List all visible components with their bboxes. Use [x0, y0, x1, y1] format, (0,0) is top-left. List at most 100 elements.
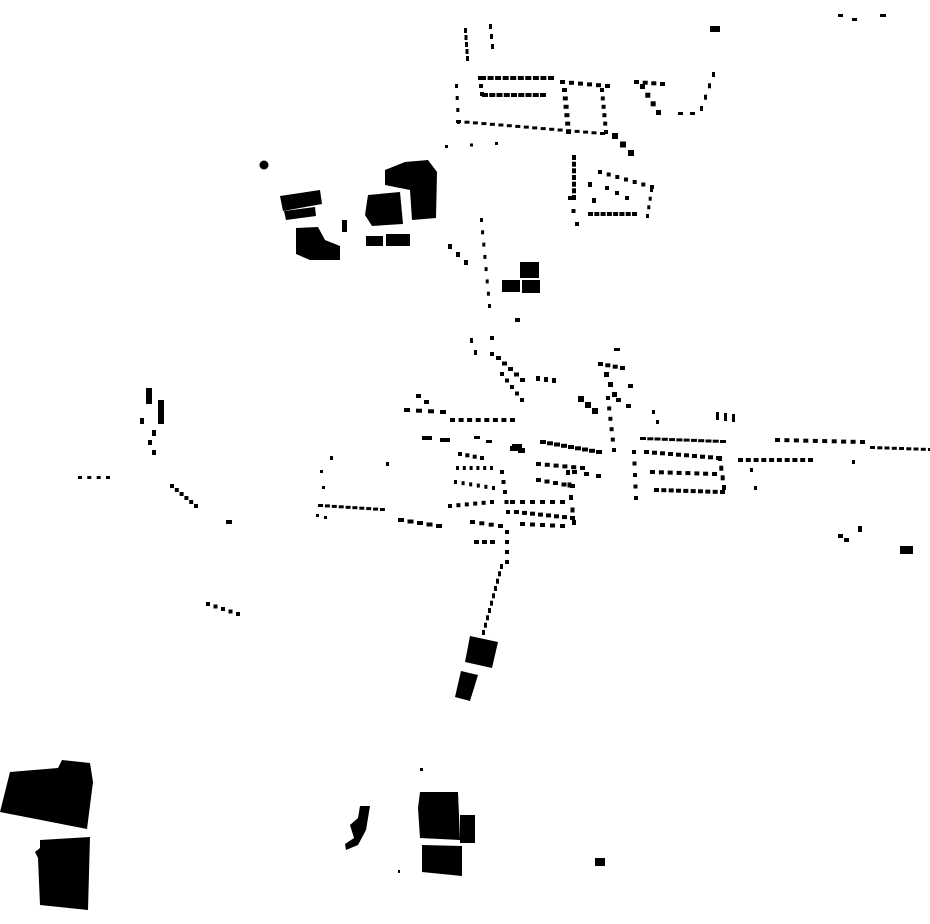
building-small: [170, 484, 174, 488]
building-small: [495, 142, 498, 145]
building-small: [480, 92, 484, 96]
building-small: [464, 260, 468, 265]
building-small: [613, 212, 619, 216]
building-small: [596, 83, 601, 88]
building-small: [548, 76, 554, 80]
building-small: [626, 404, 631, 408]
building-small: [420, 768, 423, 771]
building-small: [505, 560, 509, 564]
building-small: [700, 106, 703, 111]
building-small: [584, 472, 589, 476]
building-small: [456, 252, 460, 257]
building-small: [436, 524, 442, 528]
building-small: [462, 466, 466, 470]
building-small: [880, 14, 886, 17]
building-small: [602, 113, 607, 118]
building-small: [540, 127, 546, 131]
building-small: [495, 76, 502, 80]
building-small: [598, 170, 602, 174]
building-small: [489, 122, 495, 126]
building-small: [567, 482, 572, 488]
building-small: [575, 222, 579, 226]
building-small: [722, 485, 726, 490]
building-small: [683, 488, 689, 493]
building-small: [624, 177, 628, 182]
building-small: [650, 470, 655, 474]
building-small: [456, 466, 459, 470]
building-small: [690, 438, 697, 442]
building-small: [498, 123, 504, 127]
building-small: [486, 615, 489, 621]
building-small: [416, 408, 422, 413]
building-small: [482, 93, 488, 97]
building-small: [540, 500, 545, 504]
building-small: [226, 520, 232, 524]
building-small: [703, 471, 709, 476]
building-small: [580, 466, 585, 470]
building-small: [552, 378, 556, 383]
building-small: [718, 456, 722, 461]
building-large: [365, 192, 403, 226]
building-small: [553, 481, 558, 485]
building-small: [698, 489, 703, 494]
building-large: [422, 845, 462, 876]
building-small: [632, 212, 637, 216]
building-small: [488, 522, 494, 527]
building-small: [490, 600, 493, 606]
building-small: [491, 44, 494, 49]
building: [284, 207, 316, 220]
building-small: [540, 523, 545, 527]
building-small: [478, 76, 482, 80]
building-small: [547, 441, 553, 446]
building-small: [633, 473, 637, 477]
building-small: [831, 439, 837, 444]
building-small: [913, 447, 919, 451]
building-small: [704, 94, 707, 100]
building-small: [536, 376, 540, 381]
building-small: [694, 471, 700, 476]
building-small: [732, 414, 735, 422]
building-small: [632, 450, 636, 454]
building-small: [684, 453, 689, 458]
building-small: [536, 478, 541, 482]
building-small: [608, 416, 613, 421]
building-large: [418, 792, 460, 840]
building-large: [35, 837, 90, 910]
building: [366, 236, 383, 246]
building-small: [660, 82, 665, 86]
building-small: [514, 510, 519, 514]
building-small: [520, 522, 525, 526]
building-small: [838, 534, 843, 538]
building-small: [87, 476, 92, 479]
building-small: [494, 586, 497, 591]
building-small: [538, 512, 543, 517]
building-small: [470, 338, 473, 343]
building-small: [525, 93, 532, 97]
building-small: [503, 490, 507, 494]
building-small: [620, 366, 625, 370]
building-small: [179, 492, 184, 496]
building-small: [505, 530, 509, 534]
building-small: [568, 196, 572, 200]
building-small: [692, 454, 697, 458]
building-small: [628, 150, 634, 156]
building-small: [461, 481, 465, 486]
building-small: [540, 93, 546, 97]
building-small: [525, 76, 532, 80]
building-small: [490, 336, 494, 340]
building-small: [404, 408, 410, 412]
building-small: [457, 120, 460, 124]
building-small: [517, 76, 524, 80]
building-small: [808, 458, 813, 462]
building-small: [536, 462, 541, 466]
building-small: [668, 488, 674, 493]
building-small: [476, 483, 480, 488]
building-small: [482, 540, 487, 544]
building-small: [482, 242, 486, 247]
building-small: [570, 507, 575, 513]
building-small: [465, 49, 469, 54]
building-small: [572, 470, 577, 474]
building-small: [601, 104, 606, 109]
building-large: [0, 760, 93, 829]
building-small: [520, 398, 524, 402]
